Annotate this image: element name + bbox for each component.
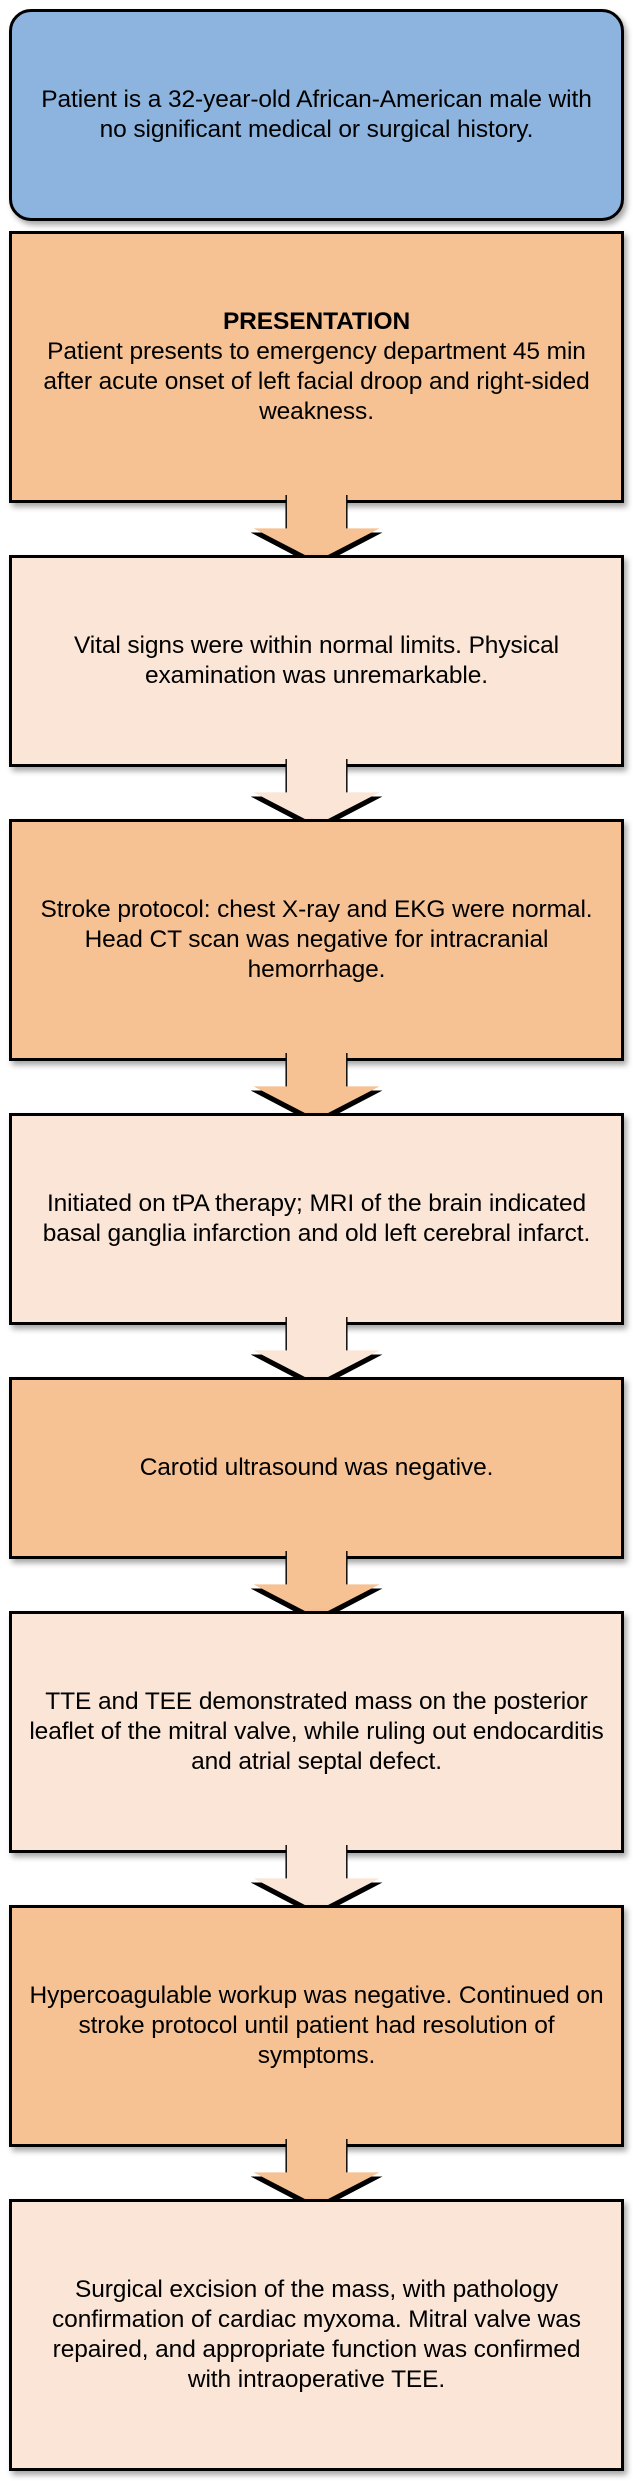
flow-node-patient-history: Patient is a 32-year-old African-America…: [9, 9, 624, 221]
node-body-presentation: Patient presents to emergency department…: [43, 337, 590, 425]
node-box-vital-signs-exam: Vital signs were within normal limits. P…: [9, 555, 624, 767]
flow-node-stroke-protocol: Stroke protocol: chest X-ray and EKG wer…: [9, 819, 624, 1125]
node-text-vital-signs-exam: Vital signs were within normal limits. P…: [73, 632, 559, 689]
flow-node-hypercoagulable-workup: Hypercoagulable workup was negative. Con…: [9, 1905, 624, 2211]
arrow-fill: [253, 1549, 380, 1617]
arrow-fill: [253, 1315, 380, 1383]
node-box-patient-history: Patient is a 32-year-old African-America…: [9, 9, 624, 221]
node-text-tpa-therapy-mri: Initiated on tPA therapy; MRI of the bra…: [42, 1190, 591, 1247]
arrow-fill: [253, 757, 380, 825]
node-box-presentation: PRESENTATION Patient presents to emergen…: [9, 231, 624, 503]
node-box-carotid-ultrasound: Carotid ultrasound was negative.: [9, 1377, 624, 1559]
flow-node-tte-tee-echocardiography: TTE and TEE demonstrated mass on the pos…: [9, 1611, 624, 1917]
node-box-tte-tee-echocardiography: TTE and TEE demonstrated mass on the pos…: [9, 1611, 624, 1853]
node-box-stroke-protocol: Stroke protocol: chest X-ray and EKG wer…: [9, 819, 624, 1061]
flow-node-carotid-ultrasound: Carotid ultrasound was negative.: [9, 1377, 624, 1623]
flow-node-vital-signs-exam: Vital signs were within normal limits. P…: [9, 555, 624, 831]
flow-node-tpa-therapy-mri: Initiated on tPA therapy; MRI of the bra…: [9, 1113, 624, 1389]
node-text-presentation: PRESENTATION Patient presents to emergen…: [28, 307, 605, 427]
node-text-hypercoagulable-workup: Hypercoagulable workup was negative. Con…: [29, 1982, 604, 2069]
arrow-fill: [253, 493, 380, 561]
node-box-tpa-therapy-mri: Initiated on tPA therapy; MRI of the bra…: [9, 1113, 624, 1325]
node-box-hypercoagulable-workup: Hypercoagulable workup was negative. Con…: [9, 1905, 624, 2147]
arrow-fill: [253, 1051, 380, 1119]
flow-node-presentation: PRESENTATION Patient presents to emergen…: [9, 231, 624, 567]
arrow-fill: [253, 2137, 380, 2205]
node-heading-presentation: PRESENTATION: [222, 308, 411, 335]
node-text-stroke-protocol: Stroke protocol: chest X-ray and EKG wer…: [40, 896, 593, 983]
node-box-surgical-excision-outcome: Surgical excision of the mass, with path…: [9, 2199, 624, 2471]
node-text-carotid-ultrasound: Carotid ultrasound was negative.: [139, 1454, 494, 1481]
node-text-tte-tee-echocardiography: TTE and TEE demonstrated mass on the pos…: [29, 1688, 604, 1775]
arrow-fill: [253, 1843, 380, 1911]
node-text-patient-history: Patient is a 32-year-old African-America…: [41, 86, 592, 143]
flow-node-surgical-excision-outcome: Surgical excision of the mass, with path…: [9, 2199, 624, 2471]
node-text-surgical-excision-outcome: Surgical excision of the mass, with path…: [52, 2276, 581, 2393]
